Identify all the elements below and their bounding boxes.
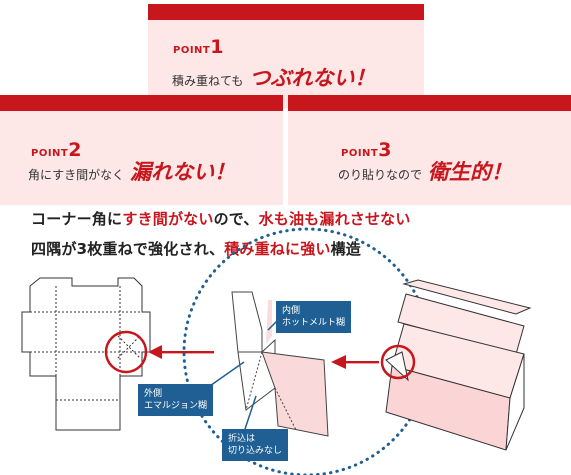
right-arrow xyxy=(331,355,379,369)
callout-inner-glue: 内側ホットメルト糊 xyxy=(276,301,352,333)
corner-closeup xyxy=(231,291,329,437)
callout-fold-no-cut: 折込は切り込みなし xyxy=(222,429,289,461)
point-3-label: POINT3 xyxy=(341,139,392,161)
left-arrow xyxy=(148,345,214,359)
point-3-text: のり貼りなので衛生的！ xyxy=(338,160,513,184)
callout-outer-glue: 外側エマルジョン糊 xyxy=(138,384,214,416)
point-3-block xyxy=(288,95,571,205)
point-1-text: 積み重ねてもつぶれない！ xyxy=(172,66,376,90)
assembled-box xyxy=(385,279,532,451)
point-2-emphasis: 漏れない！ xyxy=(130,160,236,184)
right-highlight-circle xyxy=(380,344,416,380)
point-2-text: 角にすき間がなく漏れない！ xyxy=(28,160,236,184)
box-blank-dieline xyxy=(21,277,151,431)
point-1-block xyxy=(148,4,424,108)
left-highlight-circle xyxy=(104,330,148,374)
point-2-label: POINT2 xyxy=(31,139,82,161)
point-3-emphasis: 衛生的！ xyxy=(428,160,513,184)
headline-1: コーナー角にすき間がないので、水も油も漏れさせない xyxy=(31,210,411,228)
point-1-label: POINT1 xyxy=(173,36,224,58)
point-1-emphasis: つぶれない！ xyxy=(249,66,376,90)
magnify-circle xyxy=(182,227,432,475)
headline-2: 四隅が3枚重ねで強化され、積み重ねに強い構造 xyxy=(31,240,362,258)
point-2-block xyxy=(0,95,283,205)
